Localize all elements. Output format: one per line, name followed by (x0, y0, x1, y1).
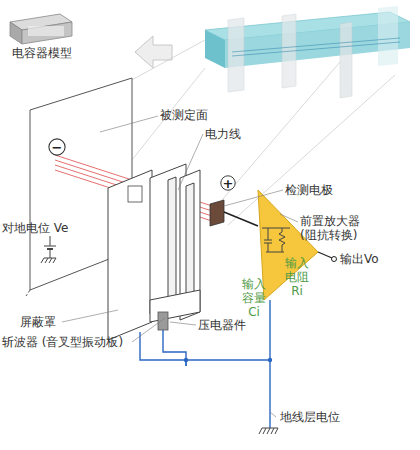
sign-circle: − (48, 138, 66, 156)
leader-lines (62, 116, 298, 417)
output-wire (318, 252, 332, 258)
shield-case (108, 170, 152, 340)
part-label: 压电器件 (198, 318, 246, 332)
detection-electrode (210, 200, 224, 226)
part-label: 地线层电位 (280, 410, 340, 424)
ground-symbol (259, 428, 278, 434)
input-rc-symbol (262, 228, 290, 252)
sign-text: − (48, 138, 66, 156)
part-label: 斩波器 (音叉型振动板) (2, 335, 123, 349)
part-label: 输出Vo (340, 252, 379, 266)
preamplifier-triangle (258, 190, 318, 300)
sign-text: + (220, 175, 236, 191)
part-label: 前置放大器 (阻抗转换) (300, 214, 380, 242)
part-label: 检测电极 (285, 183, 333, 197)
junction-dot (268, 358, 272, 362)
surface-edge (26, 290, 30, 296)
part-label: 电容器模型 (12, 46, 72, 60)
part-label: 电力线 (205, 127, 241, 141)
shield-window (128, 186, 142, 202)
battery-ground-symbol (41, 236, 56, 263)
part-label: 输入 电阻 Ri (284, 256, 310, 298)
sign-circle: + (220, 175, 236, 191)
part-label: 输入 容量 Ci (241, 277, 267, 319)
junction-dot (184, 358, 188, 362)
part-label: 对地电位 Ve (2, 221, 68, 235)
ground-wires (140, 300, 270, 428)
output-terminal (332, 257, 337, 262)
hollow-arrow (135, 36, 172, 68)
piezo-element (158, 312, 168, 330)
tuning-fork-chopper (150, 164, 200, 322)
electrode-wire (224, 212, 258, 226)
part-label: 屏蔽罩 (20, 315, 56, 329)
capacitor-model-icon (10, 14, 72, 44)
part-label: 被测定面 (160, 108, 208, 122)
capacitor-bar-3d (205, 6, 410, 98)
